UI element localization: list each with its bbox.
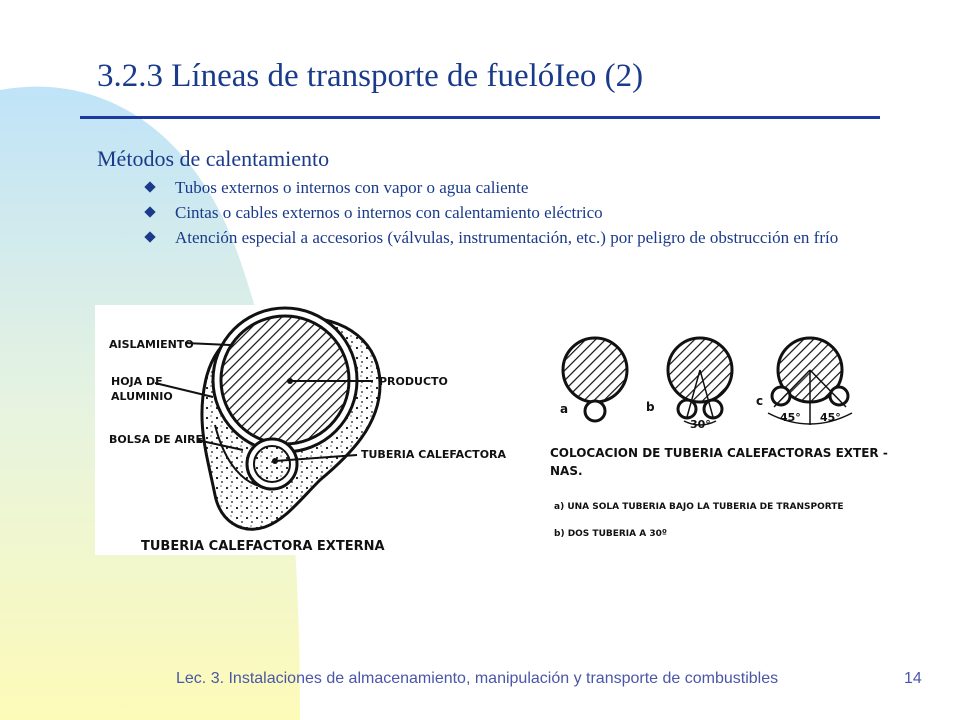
diamond-bullet-icon — [144, 231, 156, 243]
slide-title: 3.2.3 Líneas de transporte de fuelóIeo (… — [97, 58, 644, 94]
bullet-text: Atención especial a accesorios (válvulas… — [175, 228, 839, 247]
bullet-list: Tubos externos o internos con vapor o ag… — [144, 178, 885, 253]
label-a: a — [560, 402, 568, 416]
diamond-bullet-icon — [144, 206, 156, 218]
external-heating-pipe-diagram: AISLAMIENTO HOJA DE ALUMINIO BOLSA DE AI… — [95, 305, 518, 555]
bullet-text: Tubos externos o internos con vapor o ag… — [175, 178, 529, 197]
angle-30: 30° — [690, 418, 711, 431]
label-aluminio: ALUMINIO — [111, 390, 173, 403]
label-aislamiento: AISLAMIENTO — [109, 338, 194, 351]
heating-pipe-placement-diagram: a b 30° c 45° 45° COLOCACION DE TUBERIA … — [540, 325, 925, 555]
section-heading: Métodos de calentamiento — [97, 146, 330, 171]
title-underline — [80, 116, 880, 119]
bullet-text: Cintas o cables externos o internos con … — [175, 203, 603, 222]
bullet-item: Tubos externos o internos con vapor o ag… — [144, 178, 885, 197]
note-a: a) UNA SOLA TUBERIA BAJO LA TUBERIA DE T… — [554, 502, 844, 512]
angle-45-right: 45° — [820, 411, 841, 424]
diamond-bullet-icon — [144, 181, 156, 193]
label-b: b — [646, 400, 655, 414]
angle-45-left: 45° — [780, 411, 801, 424]
footer-text: Lec. 3. Instalaciones de almacenamiento,… — [176, 670, 779, 687]
caption-colocacion-line2: NAS. — [550, 464, 583, 478]
label-bolsa-de-aire: BOLSA DE AIRE — [109, 433, 203, 446]
caption-tuberia-calefactora-externa: TUBERIA CALEFACTORA EXTERNA — [141, 539, 385, 554]
label-tuberia-calefactora: TUBERIA CALEFACTORA — [361, 448, 507, 461]
caption-colocacion-line1: COLOCACION DE TUBERIA CALEFACTORAS EXTER… — [550, 446, 888, 460]
label-c: c — [756, 394, 763, 408]
bullet-item: Atención especial a accesorios (válvulas… — [144, 228, 885, 247]
note-b: b) DOS TUBERIA A 30º — [554, 529, 667, 539]
bullet-item: Cintas o cables externos o internos con … — [144, 203, 885, 222]
page-number: 14 — [904, 670, 922, 687]
label-hoja-de: HOJA DE — [111, 375, 163, 388]
label-producto: PRODUCTO — [379, 375, 448, 388]
